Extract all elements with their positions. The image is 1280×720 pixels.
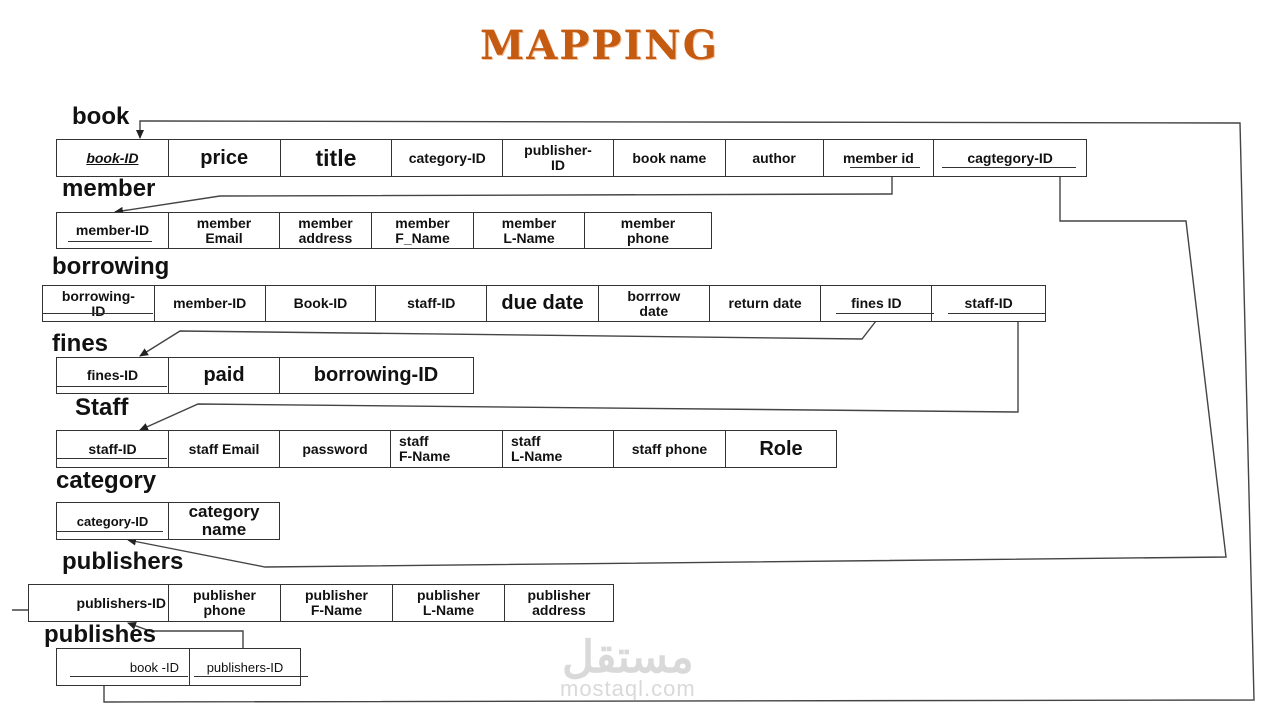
table-label-fines: fines <box>52 330 109 357</box>
pk-underline <box>57 531 163 532</box>
column-publisher-phone: publisher phone <box>169 585 281 621</box>
table-category: category-ID category name <box>56 502 280 540</box>
column-staff-id: staff-ID <box>376 286 488 321</box>
column-paid: paid <box>169 358 280 393</box>
column-price: price <box>169 140 281 176</box>
column-title: title <box>281 140 393 176</box>
column-staff-fname: staff F-Name <box>391 431 503 467</box>
table-staff: staff-ID staff Email password staff F-Na… <box>56 430 837 468</box>
column-publisher-lname: publisher L-Name <box>393 585 505 621</box>
column-book-id: Book-ID <box>266 286 377 321</box>
column-member-email: member Email <box>169 213 280 248</box>
column-member-id: member-ID <box>155 286 266 321</box>
column-member-id: member-ID <box>57 213 169 248</box>
column-fines-id: fines ID <box>821 286 933 321</box>
column-staff-lname: staff L-Name <box>503 431 614 467</box>
table-label-publishes: publishes <box>44 621 157 648</box>
column-category-name: category name <box>188 502 260 539</box>
column-author: author <box>726 140 824 176</box>
column-return-date: return date <box>710 286 822 321</box>
column-publisher-address: publisher address <box>527 587 591 618</box>
column-staff-phone: staff phone <box>614 431 726 467</box>
column-cagtegory-id: cagtegory-ID <box>967 149 1053 166</box>
column-password: password <box>280 431 391 467</box>
pk-underline <box>43 313 153 314</box>
pk-underline <box>57 458 167 459</box>
column-category-id: category-ID <box>57 503 169 539</box>
column-role: Role <box>759 437 803 460</box>
column-member-lname: member L-Name <box>474 213 585 248</box>
watermark: مستقل mostaql.com <box>560 633 696 701</box>
column-member-phone: member phone <box>620 214 676 246</box>
fk-underline <box>942 167 1076 168</box>
table-fines: fines-ID paid borrowing-ID <box>56 357 474 394</box>
column-staff-id: staff-ID <box>57 431 169 467</box>
table-borrowing: borrowing- ID member-ID Book-ID staff-ID… <box>42 285 1046 322</box>
column-category-id: category-ID <box>392 140 504 176</box>
column-fines-id: fines-ID <box>57 358 169 393</box>
table-publishes: book -ID publishers-ID <box>56 648 301 686</box>
column-staff-id-2: staff-ID <box>964 295 1013 311</box>
watermark-arabic: مستقل <box>562 633 694 682</box>
pk-underline <box>194 676 308 677</box>
table-label-borrowing: borrowing <box>52 253 170 280</box>
column-book-id: book -ID <box>57 649 190 685</box>
column-publisher-id: publisher- ID <box>503 140 614 176</box>
fk-underline <box>836 313 934 314</box>
column-publisher-fname: publisher F-Name <box>281 585 393 621</box>
column-book-id: book-ID <box>57 140 169 176</box>
column-book-name: book name <box>614 140 726 176</box>
column-publishers-id: publishers-ID <box>206 659 284 675</box>
column-borrowing-id: borrowing-ID <box>313 364 439 386</box>
table-book: book-ID price title category-ID publishe… <box>56 139 1087 177</box>
table-publishers: publishers-ID publisher phone publisher … <box>28 584 614 622</box>
fk-underline <box>850 167 920 168</box>
column-borrowing-id: borrowing- ID <box>43 286 155 321</box>
column-publishers-id: publishers-ID <box>29 585 169 621</box>
fk-underline <box>948 313 1046 314</box>
watermark-latin: mostaql.com <box>560 676 696 701</box>
table-label-staff: Staff <box>75 394 129 421</box>
column-staff-email: staff Email <box>169 431 280 467</box>
table-label-publishers: publishers <box>62 548 184 575</box>
pk-underline <box>68 241 152 242</box>
page-title: MAPPING <box>480 22 719 69</box>
pk-underline <box>70 676 188 677</box>
table-member: member-ID member Email member address me… <box>56 212 712 249</box>
table-label-member: member <box>62 175 156 202</box>
table-label-category: category <box>56 467 157 494</box>
column-member-fname: member F_Name <box>372 213 474 248</box>
column-member-address: member address <box>280 213 372 248</box>
column-borrow-date: borrrow date <box>599 286 710 321</box>
column-member-id: member id <box>824 140 935 176</box>
column-due-date: due date <box>487 286 599 321</box>
pk-underline <box>57 386 167 387</box>
table-label-book: book <box>72 103 130 130</box>
